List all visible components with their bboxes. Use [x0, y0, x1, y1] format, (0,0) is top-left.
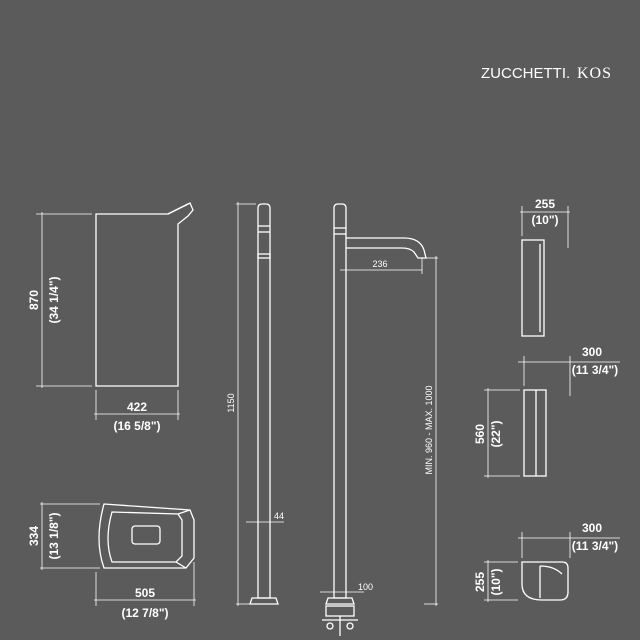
basin-lip-line: [167, 203, 189, 215]
edge-line: [177, 509, 191, 515]
edge-line: [175, 561, 187, 569]
accessory-1-outline: [521, 239, 545, 337]
dim-plan-width-mm: 505: [135, 586, 155, 600]
mixer-column-front: 1150 44: [226, 202, 284, 606]
dim-column-width: 44: [274, 511, 284, 521]
dim-acc1-width-mm: 255: [535, 197, 555, 211]
dim-front-width-mm: 422: [127, 400, 147, 414]
fixing-bolt: [346, 622, 354, 630]
dim-column-height: 1150: [226, 393, 236, 412]
accessory-3-view: 255 (10") 300 (11 3/4"): [473, 521, 620, 602]
dim-acc2-height-mm: 560: [473, 424, 487, 444]
dim-front-height-mm: 870: [27, 290, 41, 310]
dim-front-height-in: (34 1/4"): [47, 276, 61, 323]
dim-plan-width-in: (12 7/8"): [121, 606, 168, 620]
drain-cover: [131, 525, 161, 545]
dim-acc3-height-in: (10"): [489, 568, 503, 595]
column-side-outline: [333, 203, 347, 599]
brand-logo: ZUCCHETTI. KOS: [481, 65, 612, 82]
column-base: [325, 597, 355, 605]
accessory-3-outline: [521, 561, 569, 601]
dim-acc2-width-in: (11 3/4"): [572, 363, 618, 377]
dim-plan-depth-in: (13 1/8"): [47, 512, 61, 559]
column-base: [249, 597, 279, 605]
basin-front-outline: [95, 202, 194, 387]
dim-acc2-width-mm: 300: [582, 345, 602, 359]
fixing-plate: [325, 605, 355, 617]
accessory-2-view: 560 (22") 300 (11 3/4"): [473, 345, 620, 478]
dim-front-width-in: (16 5/8"): [113, 419, 160, 433]
basin-bowl-outline: [107, 511, 183, 563]
dim-height-range: MIN. 960 - MAX. 1000: [424, 385, 434, 474]
basin-plan-view: 334 (13 1/8") 505 (12 7/8"): [27, 502, 196, 620]
fixing-bolt: [326, 622, 334, 630]
dim-acc3-width-in: (11 3/4"): [572, 539, 618, 553]
dim-acc2-height-in: (22"): [489, 420, 503, 447]
accessory-1-view: 255 (10"): [520, 197, 570, 337]
column-outline: [257, 203, 271, 599]
basin-front-view: 870 (34 1/4") 422 (16 5/8"): [27, 202, 194, 433]
brand-series: KOS: [577, 65, 612, 82]
accessory-3-edge: [539, 565, 563, 598]
dim-acc1-width-in: (10"): [531, 213, 558, 227]
dim-acc3-height-mm: 255: [473, 572, 487, 592]
basin-plan-outline: [98, 503, 195, 569]
dim-acc3-width-mm: 300: [582, 521, 602, 535]
dim-base-width: 100: [358, 582, 373, 592]
dim-plan-depth-mm: 334: [27, 526, 41, 546]
brand-name: ZUCCHETTI.: [481, 65, 570, 82]
dim-spout-reach: 236: [372, 259, 387, 269]
mixer-column-side: 236 MIN. 960 - MAX. 1000 100: [320, 203, 438, 636]
accessory-2-outline: [523, 389, 547, 477]
spout-outline: [346, 237, 427, 259]
spout-ring: [257, 253, 271, 259]
